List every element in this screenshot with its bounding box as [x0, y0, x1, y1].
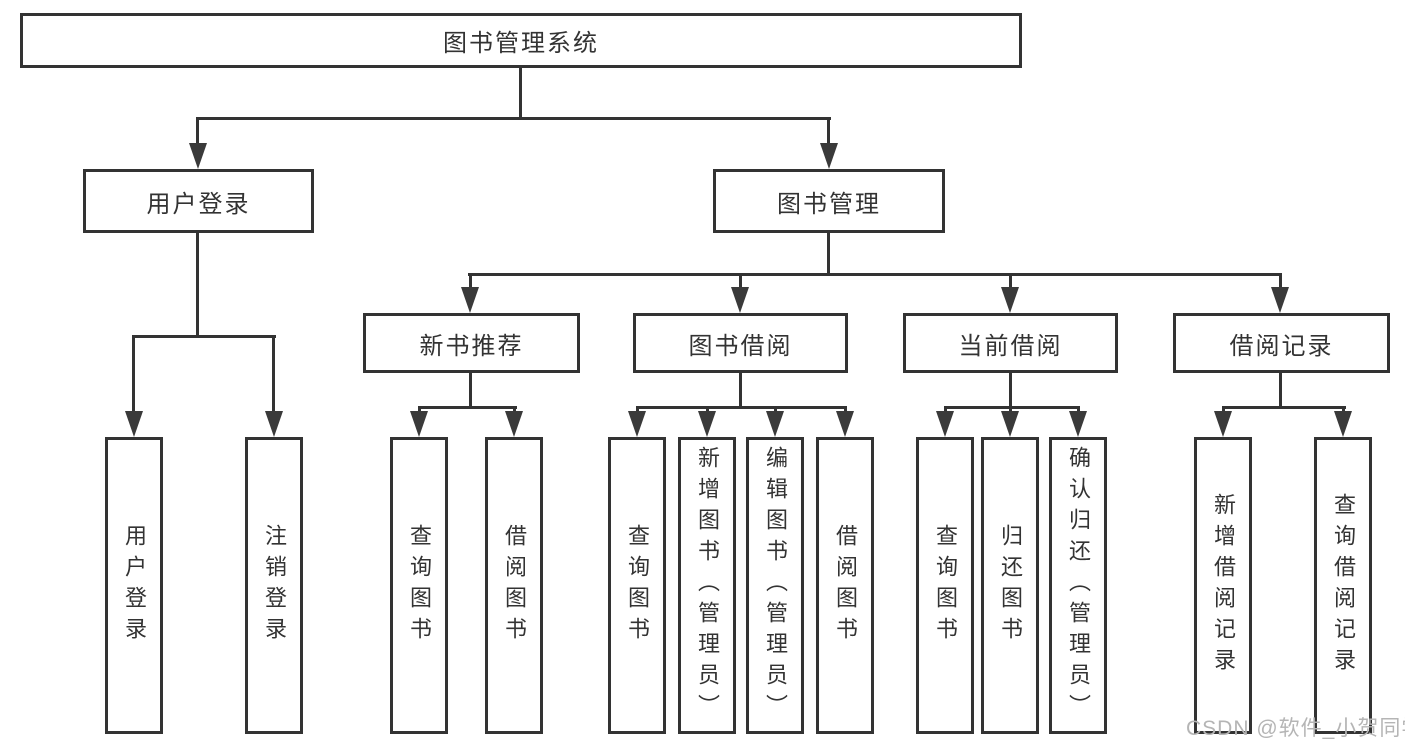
node-current-borrowing: 当前借阅	[903, 313, 1118, 373]
arrow-down-icon	[265, 411, 283, 437]
connector-root-branch	[196, 117, 831, 120]
leaf-confirm-return-admin: 确认归还（管理员）	[1049, 437, 1107, 734]
node-borrowing-records: 借阅记录	[1173, 313, 1390, 373]
connector-records-branch	[1222, 406, 1346, 409]
connector-drop	[1009, 273, 1012, 291]
leaf-borrow-books: 借阅图书	[816, 437, 874, 734]
connector-drop	[1009, 406, 1012, 414]
leaf-add-borrow-record: 新增借阅记录	[1194, 437, 1252, 734]
connector-drop	[1222, 406, 1225, 414]
arrow-down-icon	[1001, 411, 1019, 437]
connector-drop	[739, 273, 742, 291]
connector-root-stem	[519, 66, 522, 120]
leaf-query-books-borrowing: 查询图书	[608, 437, 666, 734]
arrow-down-icon	[1001, 287, 1019, 313]
connector-drop	[196, 117, 199, 147]
connector-drop	[132, 335, 135, 415]
connector-drop	[469, 273, 472, 291]
connector-drop	[272, 335, 275, 415]
connector-drop	[1342, 406, 1345, 414]
connector-current-branch	[944, 406, 1080, 409]
arrow-down-icon	[766, 411, 784, 437]
node-library-management-system: 图书管理系统	[20, 13, 1022, 68]
leaf-return-books: 归还图书	[981, 437, 1039, 734]
connector-userlogin-stem	[196, 230, 199, 338]
arrow-down-icon	[628, 411, 646, 437]
connector-drop	[513, 406, 516, 414]
connector-drop	[636, 406, 639, 414]
connector-recommend-stem	[469, 371, 472, 409]
arrow-down-icon	[505, 411, 523, 437]
connector-records-stem	[1279, 371, 1282, 409]
connector-drop	[1077, 406, 1080, 414]
node-new-book-recommendation: 新书推荐	[363, 313, 580, 373]
leaf-edit-books-admin: 编辑图书（管理员）	[746, 437, 804, 734]
arrow-down-icon	[936, 411, 954, 437]
arrow-down-icon	[820, 143, 838, 169]
connector-drop	[774, 406, 777, 414]
leaf-borrow-books-recommend: 借阅图书	[485, 437, 543, 734]
connector-borrowing-stem	[739, 371, 742, 409]
connector-drop	[844, 406, 847, 414]
leaf-logout: 注销登录	[245, 437, 303, 734]
leaf-add-books-admin: 新增图书（管理员）	[678, 437, 736, 734]
arrow-down-icon	[731, 287, 749, 313]
arrow-down-icon	[1271, 287, 1289, 313]
node-book-borrowing: 图书借阅	[633, 313, 848, 373]
connector-drop	[827, 117, 830, 147]
connector-recommend-branch	[418, 406, 517, 409]
arrow-down-icon	[125, 411, 143, 437]
connector-drop	[706, 406, 709, 414]
arrow-down-icon	[1069, 411, 1087, 437]
csdn-watermark: CSDN @软件_小贺同学	[1186, 717, 1405, 740]
arrow-down-icon	[189, 143, 207, 169]
arrow-down-icon	[698, 411, 716, 437]
connector-userlogin-branch	[132, 335, 276, 338]
leaf-query-books-current: 查询图书	[916, 437, 974, 734]
connector-current-stem	[1009, 371, 1012, 409]
connector-bookmgmt-branch	[468, 273, 1282, 276]
leaf-query-books-recommend: 查询图书	[390, 437, 448, 734]
arrow-down-icon	[410, 411, 428, 437]
arrow-down-icon	[1214, 411, 1232, 437]
connector-borrowing-branch	[636, 406, 847, 409]
connector-drop	[418, 406, 421, 414]
connector-bookmgmt-stem	[827, 230, 830, 276]
arrow-down-icon	[461, 287, 479, 313]
connector-drop	[944, 406, 947, 414]
arrow-down-icon	[836, 411, 854, 437]
node-book-management: 图书管理	[713, 169, 945, 233]
node-user-login: 用户登录	[83, 169, 314, 233]
arrow-down-icon	[1334, 411, 1352, 437]
connector-drop	[1279, 273, 1282, 291]
leaf-user-login: 用户登录	[105, 437, 163, 734]
leaf-query-borrow-record: 查询借阅记录	[1314, 437, 1372, 734]
